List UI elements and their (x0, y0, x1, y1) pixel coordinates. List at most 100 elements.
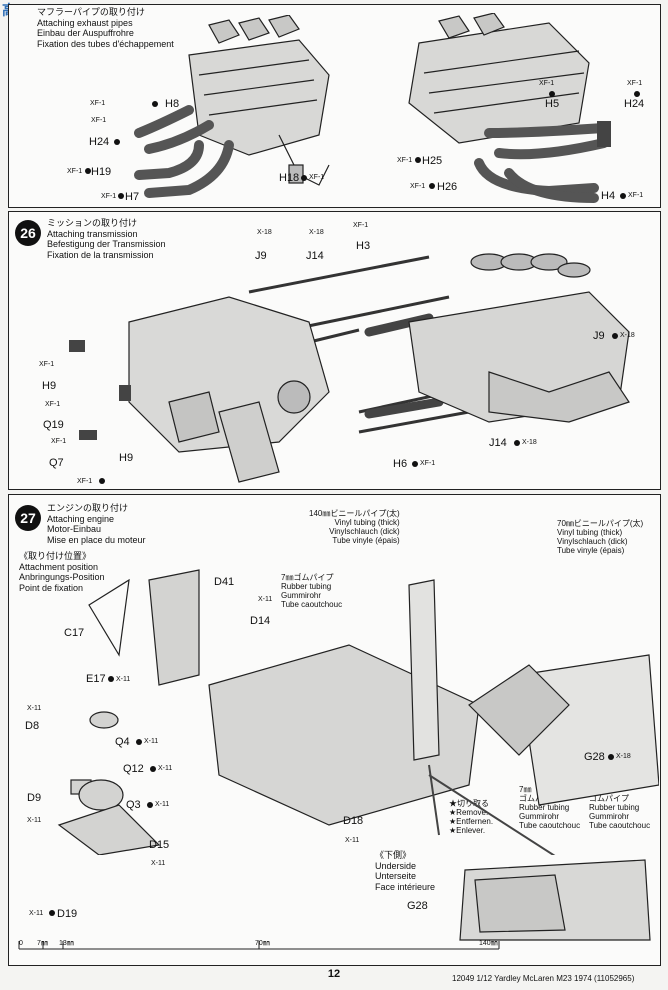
paint-code: XF-1 (627, 80, 643, 87)
paint-code: X-11 (158, 765, 173, 772)
part-label: D15 (149, 839, 170, 851)
paint-dot-icon (608, 754, 614, 760)
ruler-tick-label: 140㎜ (479, 940, 498, 947)
exhaust-right-illustration (408, 13, 611, 203)
paint-code: XF-1 (45, 401, 61, 408)
scale-ruler (18, 941, 500, 950)
part-label: Q12 (123, 763, 144, 775)
paint-dot-icon (118, 193, 124, 199)
part-label: H5 (545, 98, 560, 110)
paint-dot-icon (152, 101, 158, 107)
part-label: H4 (601, 190, 616, 202)
attachment-position-title: 《取り付け位置》 Attachment position Anbringungs… (19, 551, 105, 593)
paint-dot-icon (301, 175, 307, 181)
paint-code: XF-1 (353, 222, 369, 229)
paint-dot-icon (147, 802, 153, 808)
part-label: D18 (343, 815, 364, 827)
paint-dot-icon (620, 193, 626, 199)
paint-dot-icon (412, 461, 418, 467)
page-number: 12 (327, 968, 341, 980)
underside-illustration (459, 859, 651, 941)
underside-title: 《下側》 Underside Unterseite Face intérieur… (375, 850, 436, 892)
part-label: H19 (91, 166, 112, 178)
part-label: G28 (584, 751, 605, 763)
paint-code: XF-1 (90, 100, 106, 107)
ruler-tick-label: 70㎜ (255, 940, 270, 947)
engine-install-illustration (57, 569, 659, 855)
part-label: Q7 (49, 457, 64, 469)
paint-code: XF-1 (410, 183, 426, 190)
paint-code: X-11 (345, 837, 360, 844)
paint-code: XF-1 (91, 117, 107, 124)
paint-code: XF-1 (39, 361, 55, 368)
paint-dot-icon (150, 766, 156, 772)
model-caption: 12049 1/12 Yardley McLaren M23 1974 (110… (452, 974, 635, 983)
part-label: J14 (306, 250, 324, 262)
paint-dot-icon (49, 910, 55, 916)
paint-code: X-18 (616, 753, 631, 760)
paint-code: XF-1 (539, 80, 555, 87)
paint-dot-icon (514, 440, 520, 446)
paint-dot-icon (114, 139, 120, 145)
paint-code: X-11 (27, 817, 42, 824)
paint-code: XF-1 (397, 157, 413, 164)
paint-code: X-11 (258, 596, 273, 603)
paint-code: XF-1 (51, 438, 67, 445)
paint-code: X-18 (522, 439, 537, 446)
part-label: J9 (255, 250, 267, 262)
step-27-panel: 27 エンジンの取り付け Attaching engine Motor-Einb… (8, 494, 661, 966)
vinyl-tube-thick-left-note: 140㎜ビニールパイプ(太) Vinyl tubing (thick) Viny… (309, 509, 400, 545)
paint-dot-icon (136, 739, 142, 745)
part-label: H9 (119, 452, 134, 464)
transmission-illustration (69, 253, 630, 483)
step-number: 26 (15, 220, 41, 246)
part-label: Q3 (126, 799, 141, 811)
part-label: J14 (489, 437, 507, 449)
ruler-tick-label: 7㎜ (37, 940, 48, 947)
part-label: H24 (89, 136, 110, 148)
part-label: Q19 (43, 419, 64, 431)
step-26-panel: 26 ミッションの取り付け Attaching transmission Bef… (8, 211, 661, 490)
paint-dot-icon (429, 183, 435, 189)
paint-code: X-18 (309, 229, 324, 236)
paint-code: X-11 (29, 910, 44, 917)
part-label: H9 (42, 380, 57, 392)
part-label: D14 (250, 615, 271, 627)
part-label: H26 (437, 181, 458, 193)
part-label: Q4 (115, 736, 130, 748)
paint-dot-icon (612, 333, 618, 339)
step-number: 27 (15, 505, 41, 531)
paint-code: XF-1 (309, 174, 325, 181)
part-label: H8 (165, 98, 180, 110)
paint-code: XF-1 (420, 460, 436, 467)
paint-code: XF-1 (67, 168, 83, 175)
paint-code: X-11 (155, 801, 170, 808)
paint-dot-icon (85, 168, 91, 174)
step-25-title: マフラーパイプの取り付け Attaching exhaust pipes Ein… (37, 7, 174, 49)
vinyl-tube-thick-right-note: 70㎜ビニールパイプ(太) Vinyl tubing (thick) Vinyl… (557, 519, 644, 555)
paint-dot-icon (415, 157, 421, 163)
paint-code: XF-1 (628, 192, 644, 199)
part-label: J9 (593, 330, 605, 342)
part-label: G28 (407, 900, 428, 912)
part-label: C17 (64, 627, 85, 639)
ruler-tick-label: 13㎜ (59, 940, 74, 947)
ruler-tick-label: 0 (19, 940, 23, 947)
rubber-tube-top-note: 7㎜ゴムパイプ Rubber tubing Gummirohr Tube cao… (281, 573, 343, 609)
paint-code: X-11 (27, 705, 42, 712)
part-label: H3 (356, 240, 371, 252)
paint-code: X-11 (151, 860, 166, 867)
step-27-title: エンジンの取り付け Attaching engine Motor-Einbau … (47, 503, 146, 545)
paint-dot-icon (108, 676, 114, 682)
paint-code: X-18 (620, 332, 635, 339)
part-label: H6 (393, 458, 408, 470)
step-26-title: ミッションの取り付け Attaching transmission Befest… (47, 218, 166, 260)
paint-dot-icon (634, 91, 640, 97)
part-label: D9 (27, 792, 42, 804)
part-label: D41 (214, 576, 235, 588)
part-label: D8 (25, 720, 40, 732)
paint-code: X-18 (257, 229, 272, 236)
part-label: D19 (57, 908, 78, 920)
part-label: H7 (125, 191, 140, 203)
paint-code: XF-1 (77, 478, 93, 485)
